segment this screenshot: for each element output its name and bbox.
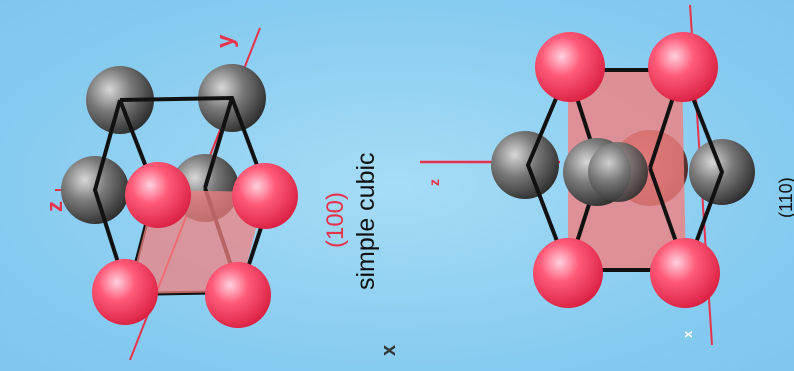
left-atom-red-3: [92, 259, 158, 325]
left-structure-label: simple cubic: [352, 152, 380, 290]
left-unit-cell: [55, 27, 298, 361]
left-atom-red-4: [205, 262, 271, 328]
right-z-axis-label: z: [426, 179, 442, 186]
right-atom-red-4: [650, 238, 720, 308]
right-atom-gray-3: [588, 142, 648, 202]
left-miller-index: (100): [322, 191, 349, 248]
right-miller-index: (110): [776, 177, 794, 218]
left-x-axis-label: x: [378, 344, 400, 356]
right-unit-cell: [420, 4, 755, 346]
right-atom-red-1: [535, 32, 605, 102]
right-x-axis-label: x: [680, 330, 695, 338]
right-atom-red-3: [533, 238, 603, 308]
right-atom-red-2: [648, 32, 718, 102]
left-z-axis-label: z: [42, 201, 67, 212]
left-atom-red-2: [232, 163, 298, 229]
left-y-axis-label: y: [212, 34, 239, 48]
right-atom-gray-1: [491, 131, 559, 199]
left-atom-red-1: [125, 162, 191, 228]
